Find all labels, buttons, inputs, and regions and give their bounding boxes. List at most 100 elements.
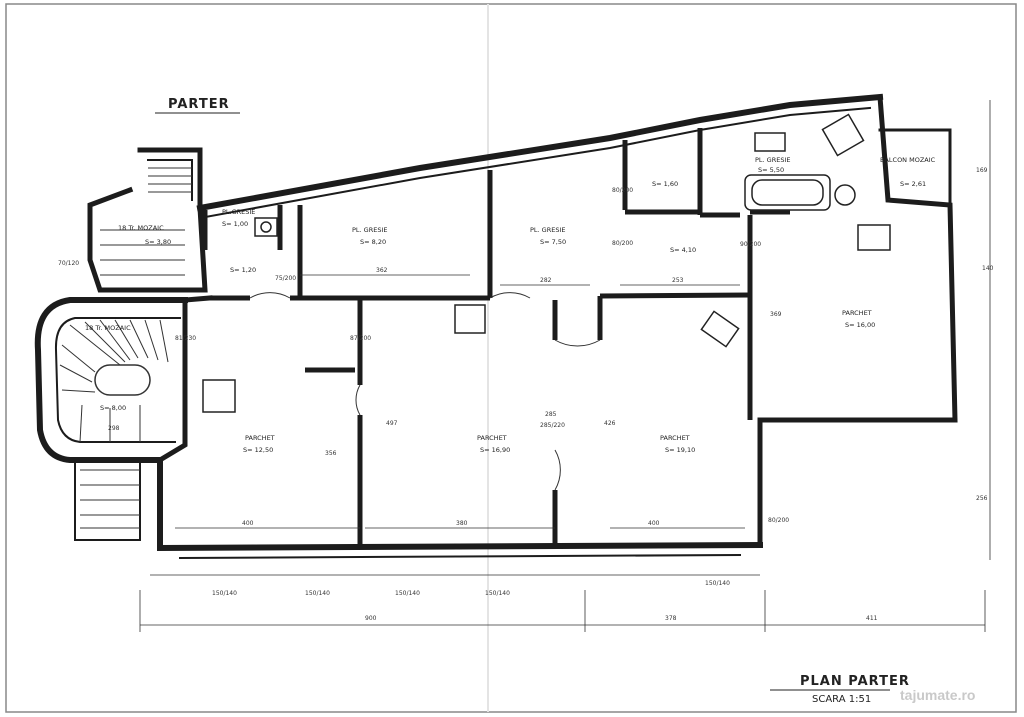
room-name: PL. GRESIE [530,226,565,234]
opening-dim: 87/200 [350,335,371,342]
wc-toilet-icon [254,217,278,237]
room-name: BALCON MOZAIC [880,156,936,164]
stair-lower-inner [54,317,181,443]
room-area: S= 1,20 [230,266,256,274]
room-name: PARCHET [245,434,275,442]
inner-dim: 497 [386,420,398,427]
inner-dim: 369 [770,311,782,318]
inner-dim: 362 [376,267,388,274]
inner-dim: 256 [976,495,988,502]
opening-dim: 80/200 [612,240,633,247]
inner-dim: 426 [604,420,616,427]
inner-dim: 298 [108,425,120,432]
room-width-dim: 400 [648,520,660,527]
room-area: S= 3,80 [145,238,171,246]
washbasin-icon [834,184,856,206]
room-area: S= 8,00 [100,404,126,412]
bathtub-icon [744,174,831,211]
room-area: S= 16,00 [845,321,875,329]
inner-dim: 285 [545,411,557,418]
door-room-3-icon [554,339,601,347]
stair-lower-wall [34,297,188,463]
sink-icon [754,132,786,152]
inner-dim: 356 [325,450,337,457]
partition-hall-right [599,292,751,299]
room-area: S= 2,61 [900,180,926,188]
opening-dim: 80/200 [768,517,789,524]
dimension-lines [139,100,991,632]
door-room-1-icon [355,384,361,416]
opening-dim: 80/200 [612,187,633,194]
balcony-box-icon [857,224,891,251]
watermark-logo: tajumate.ro [900,687,975,703]
opening-dim: 150/140 [305,590,330,597]
bathtub-inner-icon [751,179,824,206]
room-name: PARCHET [660,434,690,442]
radiator-icon [700,310,740,348]
room-area: S= 1,00 [222,220,248,228]
opening-dim: 150/140 [395,590,420,597]
room-width-dim: 400 [242,520,254,527]
interior-walls [202,128,790,548]
toilet-icon [821,113,865,157]
plan-footer-title: PLAN PARTER [800,674,910,689]
shaft-icon [454,304,486,334]
door-kitchen-icon [249,292,291,299]
opening-dim: 150/140 [485,590,510,597]
opening-dim: 150/140 [212,590,237,597]
top-sloped-wall-inner [198,106,872,220]
room-name: 18 Tr. MOZAIC [118,224,164,232]
plan-title: PARTER [168,97,230,112]
left-wall [156,295,213,464]
opening-dim: 75/200 [275,275,296,282]
room-area: S= 12,50 [243,446,273,454]
inner-dim: 140 [982,265,994,272]
room-area: S= 19,10 [665,446,695,454]
opening-dim: 285/220 [540,422,565,429]
walls [34,93,958,560]
room-name: PL. GRESIE [352,226,387,234]
total-dim: 411 [866,615,878,622]
opening-dim: 81/230 [175,335,196,342]
room-name: PL.GRESIE [222,208,255,216]
room-name: PARCHET [477,434,507,442]
top-sloped-wall [196,93,884,212]
paper-border [5,3,1017,713]
bottom-window-line [178,553,742,560]
dimension-labels: 900 378 411 400 380 400 362 282 253 298 … [58,167,994,622]
inner-dim: 253 [672,277,684,284]
total-dim: 900 [365,615,377,622]
room-labels: 18 Tr. MOZAIC S= 3,80 PL.GRESIE S= 1,00 … [85,156,936,454]
room-name: PARCHET [842,309,872,317]
room-area: S= 8,20 [360,238,386,246]
opening-dim: 150/140 [705,580,730,587]
balcony-edge [878,128,952,212]
room-area: S= 4,10 [670,246,696,254]
room-name: 18 Tr. MOZAIC [85,324,131,332]
right-wall [757,94,958,548]
fixtures [202,113,891,413]
room-area: S= 5,50 [758,166,784,174]
wc-bowl-icon [260,221,272,233]
room-area: S= 16,90 [480,446,510,454]
bottom-wall [157,457,764,552]
door-room-2-icon [554,449,561,491]
opening-dim: 90/200 [740,241,761,248]
plan-scale: SCARA 1:51 [812,694,871,705]
total-dim: 378 [665,615,677,622]
opening-dim: 70/120 [58,260,79,267]
door-corridor-icon [489,292,531,299]
stair-upper-wall [87,147,208,293]
stove-icon [202,379,236,413]
stair-upper-inner [147,159,193,201]
inner-dim: 282 [540,277,552,284]
room-name: PL. GRESIE [755,156,790,164]
stair-landing [94,364,151,396]
room-area: S= 1,60 [652,180,678,188]
stair-treads [59,167,192,529]
room-width-dim: 380 [456,520,468,527]
room-area: S= 7,50 [540,238,566,246]
doors [249,292,601,491]
inner-dim: 169 [976,167,988,174]
